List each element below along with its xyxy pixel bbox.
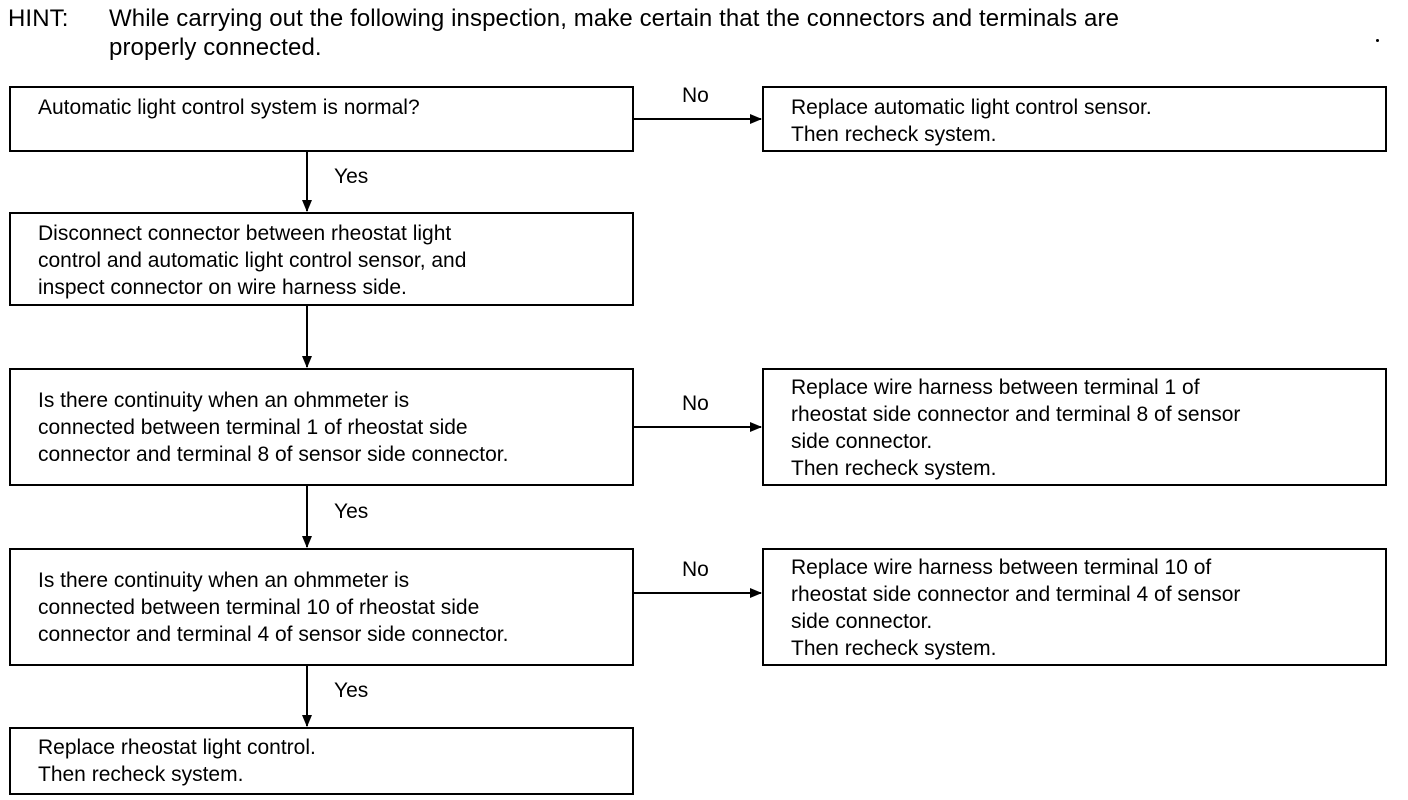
no-label-1: No [682, 84, 709, 107]
no-label-3: No [682, 392, 709, 415]
no4-replace-harness-box: Replace wire harness between terminal 10… [762, 548, 1387, 666]
step2-disconnect-box: Disconnect connector between rheostat li… [9, 212, 634, 306]
step1-check-box: Automatic light control system is normal… [9, 86, 634, 152]
stray-dot [1376, 39, 1379, 42]
hint-text: While carrying out the following inspect… [109, 5, 1120, 61]
hint-label: HINT: [8, 5, 69, 32]
no1-replace-sensor-box: Replace automatic light control sensor. … [762, 86, 1387, 152]
step3-continuity-box: Is there continuity when an ohmmeter is … [9, 368, 634, 486]
step5-replace-rheostat-box: Replace rheostat light control. Then rec… [9, 727, 634, 795]
yes-label-3: Yes [334, 500, 369, 523]
yes-label-1: Yes [334, 165, 369, 188]
yes-label-4: Yes [334, 679, 369, 702]
no3-replace-harness-box: Replace wire harness between terminal 1 … [762, 368, 1387, 486]
no-label-4: No [682, 558, 709, 581]
step4-continuity-box: Is there continuity when an ohmmeter is … [9, 548, 634, 666]
